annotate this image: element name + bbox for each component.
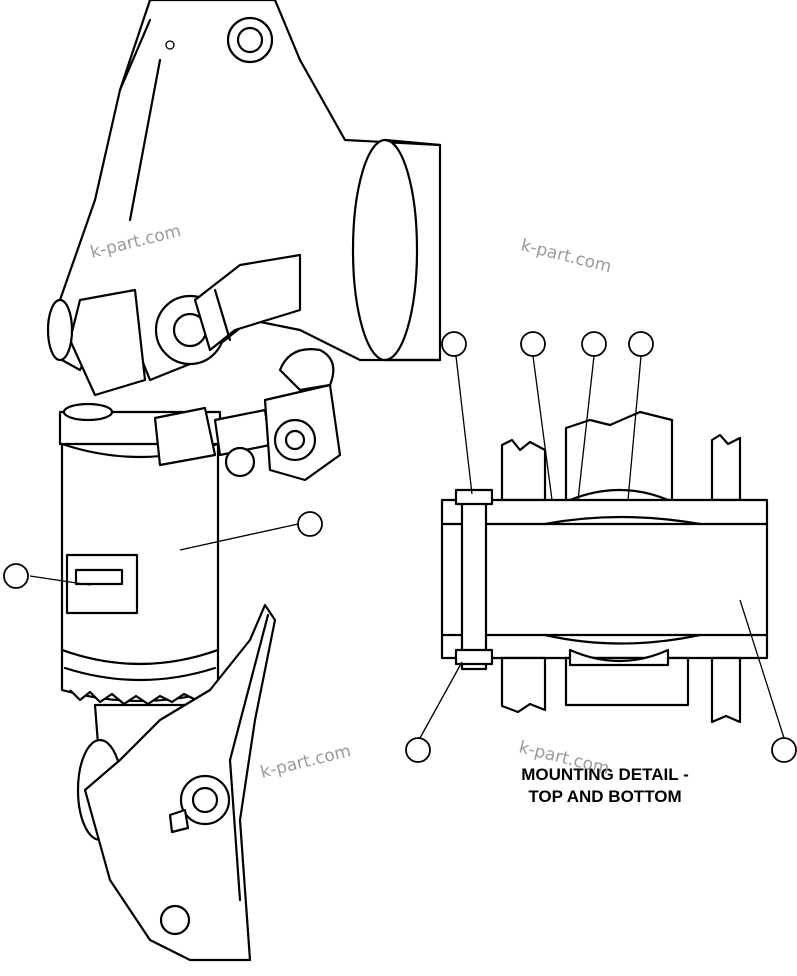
- cross-tube-end: [351, 138, 419, 362]
- callout-1: [297, 511, 323, 537]
- left-callouts: [3, 511, 323, 589]
- mounting-detail: [440, 410, 769, 724]
- callout-6: [628, 331, 654, 357]
- callout-5: [581, 331, 607, 357]
- callout-3: [441, 331, 467, 357]
- detail-caption-line1: MOUNTING DETAIL -: [521, 765, 688, 784]
- cylinder-body: [58, 348, 342, 706]
- watermark: k-part.com: [519, 235, 614, 277]
- detail-callouts: [405, 331, 797, 763]
- callout-7: [405, 737, 431, 763]
- bolt: [460, 493, 488, 671]
- upper-arm-frame: [46, 0, 442, 397]
- detail-caption-line2: TOP AND BOTTOM: [528, 787, 681, 806]
- callout-4: [520, 331, 546, 357]
- callout-8: [771, 737, 797, 763]
- callout-2: [3, 563, 29, 589]
- watermark: k-part.com: [258, 741, 353, 783]
- lower-rod-and-lever: [76, 603, 277, 962]
